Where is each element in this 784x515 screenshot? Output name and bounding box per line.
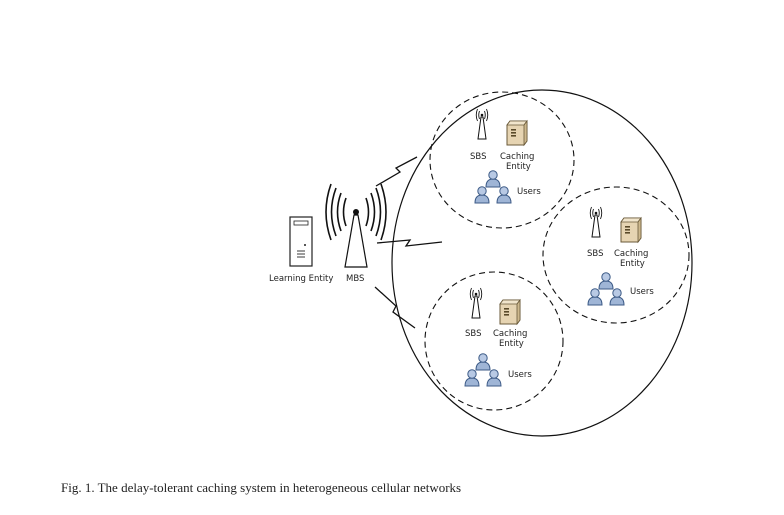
sbs-label: SBS (470, 152, 486, 162)
sbs-label: SBS (465, 329, 481, 339)
user-group-icon (587, 272, 625, 306)
small-cell-boundary (429, 91, 575, 229)
small-cell-antenna-icon (475, 108, 489, 140)
broadcast-tower-icon (325, 183, 387, 268)
users-label: Users (517, 187, 541, 197)
caching-server-icon (620, 217, 642, 243)
small-cell-boundary (542, 186, 690, 324)
wireless-link-icon (374, 286, 416, 329)
users-label: Users (630, 287, 654, 297)
small-cell-right: SBS Caching Entity Users (542, 186, 690, 324)
small-cell-antenna-icon (589, 206, 603, 238)
learning-entity-label: Learning Entity (269, 274, 333, 284)
macro-cell-boundary (391, 89, 693, 437)
caching-entity-label-line1: Caching (614, 249, 648, 259)
mbs-label: MBS (346, 274, 364, 284)
wireless-link-icon (376, 239, 443, 247)
small-cell-antenna-icon (469, 287, 483, 319)
users-label: Users (508, 370, 532, 380)
small-cell-bottom: SBS Caching Entity Users (424, 271, 564, 411)
caching-entity-label-line2: Entity (620, 259, 645, 269)
sbs-label: SBS (587, 249, 603, 259)
caching-server-icon (506, 120, 528, 146)
caching-entity-label-line2: Entity (499, 339, 524, 349)
caching-entity-label-line1: Caching (493, 329, 527, 339)
caching-entity-label-line2: Entity (506, 162, 531, 172)
small-cell-top: SBS Caching Entity Users (429, 91, 575, 229)
caching-server-icon (499, 299, 521, 325)
user-group-icon (464, 353, 502, 387)
wireless-link-icon (375, 156, 418, 187)
user-group-icon (474, 170, 512, 204)
caching-entity-label-line1: Caching (500, 152, 534, 162)
figure-caption: Fig. 1. The delay-tolerant caching syste… (61, 480, 462, 495)
small-cell-boundary (424, 271, 564, 411)
server-tower-icon (289, 216, 313, 267)
